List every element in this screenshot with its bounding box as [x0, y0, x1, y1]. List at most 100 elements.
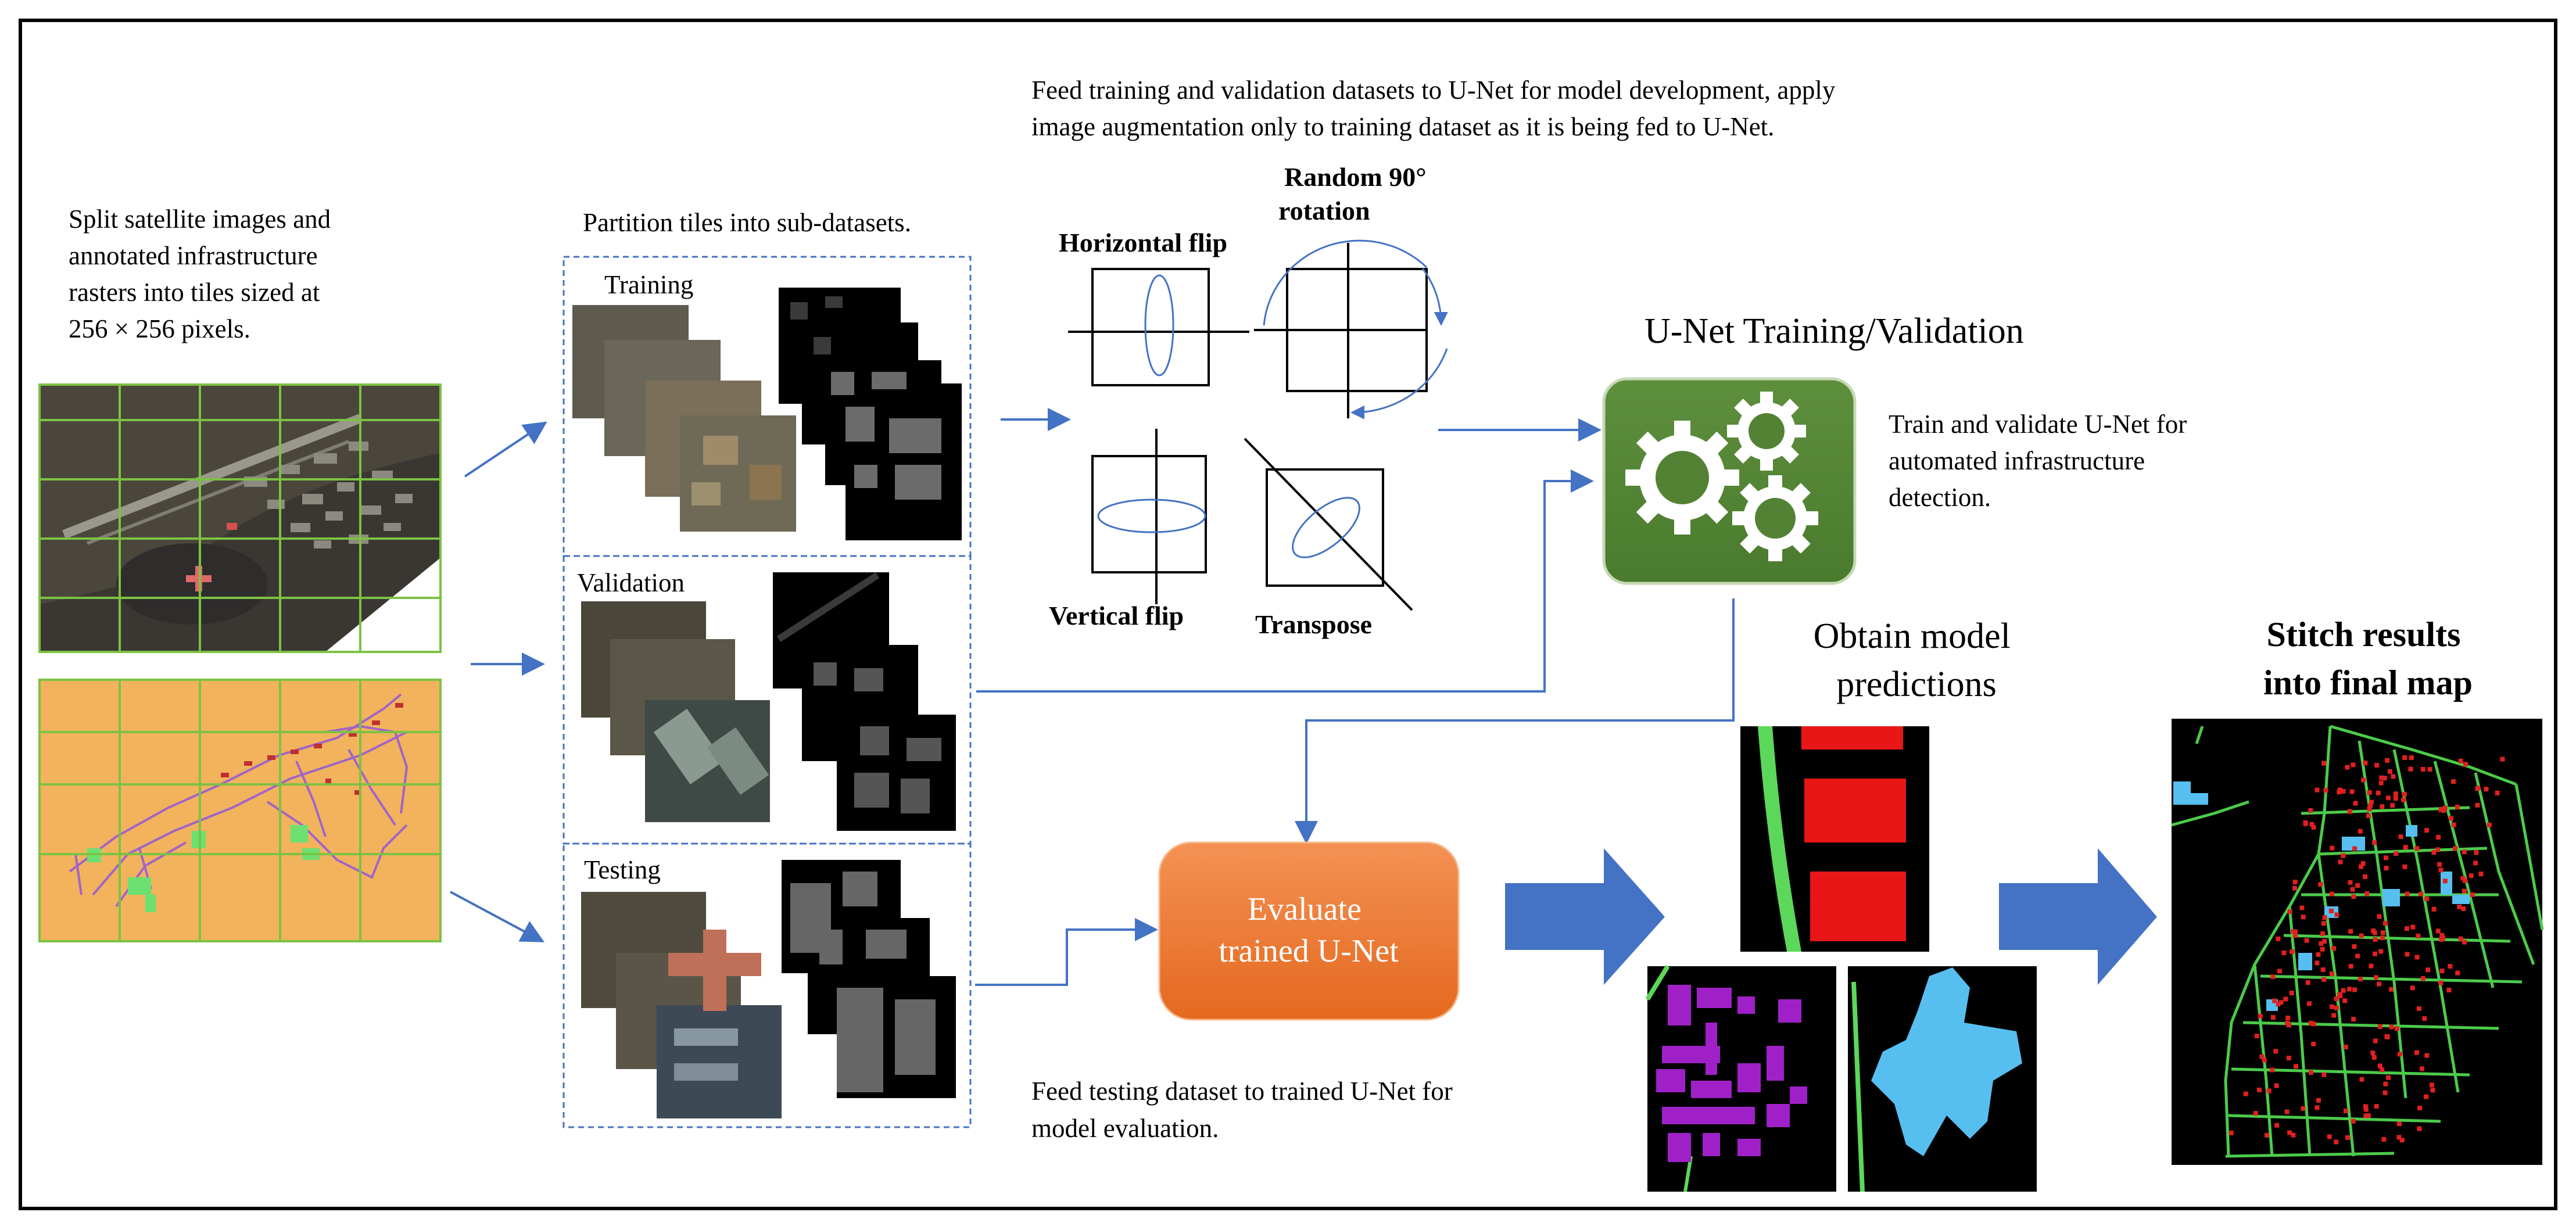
arrow-right-icon	[1505, 848, 1665, 985]
building-dot	[2270, 974, 2276, 980]
building-dot	[2294, 1064, 2298, 1069]
testing-mask-tiles	[782, 860, 956, 1098]
building-dot	[2338, 859, 2343, 865]
random-rotation-icon	[1254, 239, 1448, 419]
unet-title: U-Net Training/Validation	[1645, 311, 2024, 351]
building-dot	[2262, 1057, 2267, 1063]
building-dot	[2448, 816, 2453, 821]
building-dot	[2301, 1106, 2306, 1111]
random-rotation-line-1: Random 90°	[1284, 162, 1427, 192]
vertical-flip-icon	[1091, 429, 1207, 604]
building-dot	[2352, 944, 2357, 949]
building-dot	[2457, 904, 2462, 909]
building-dot	[2384, 1034, 2389, 1039]
building-dot	[2382, 1090, 2388, 1095]
building-dot	[2439, 937, 2444, 942]
building-dot	[2393, 791, 2398, 797]
building-dot	[2343, 1045, 2348, 1049]
building-dot	[2353, 801, 2358, 806]
building-dot	[2334, 1139, 2339, 1145]
building-dot	[2389, 1024, 2394, 1030]
building-dot	[2424, 896, 2430, 901]
building-dot	[2374, 975, 2378, 980]
building-dot	[2361, 777, 2366, 783]
building-dot	[2363, 1104, 2368, 1109]
building-dot	[2229, 1131, 2234, 1135]
building-dot	[2374, 1104, 2379, 1109]
gear-icon	[1625, 392, 1818, 561]
building-dot	[2334, 1005, 2339, 1010]
building-dot	[2438, 867, 2444, 873]
building-dot	[2304, 938, 2309, 943]
building-dot	[2320, 967, 2326, 972]
building-dot	[2290, 949, 2295, 955]
building-dot	[2351, 1118, 2356, 1124]
building-dot	[2463, 878, 2468, 883]
building-dot	[2334, 912, 2339, 917]
building-dot	[2287, 909, 2292, 915]
building-dot	[2435, 928, 2441, 934]
building-dot	[2455, 805, 2460, 810]
building-dot	[2284, 1109, 2290, 1114]
building-dot	[2303, 821, 2308, 826]
building-dot	[2431, 850, 2437, 855]
building-dot	[2380, 1067, 2385, 1073]
partition-title: Partition tiles into sub-datasets.	[583, 208, 911, 237]
building-dot	[2377, 981, 2381, 987]
evaluate-button[interactable]: Evaluate trained U-Net	[1158, 841, 1460, 1021]
building-dot	[2369, 799, 2374, 805]
building-dot	[2451, 822, 2456, 827]
building-dot	[2243, 1091, 2248, 1096]
building-dot	[2315, 960, 2320, 966]
building-dot	[2364, 891, 2370, 896]
building-dot	[2292, 880, 2298, 885]
building-dot	[2277, 969, 2282, 974]
predictions-title: Obtain model predictions	[1814, 616, 2020, 704]
building-dot	[2441, 808, 2446, 813]
building-dot	[2345, 1135, 2350, 1140]
building-dot	[2425, 967, 2431, 973]
building-dot	[2396, 1135, 2402, 1140]
building-dot	[2458, 936, 2463, 941]
building-dot	[2404, 926, 2409, 931]
building-dot	[2414, 846, 2420, 851]
building-dot	[2363, 1113, 2369, 1118]
building-dot	[2355, 883, 2360, 888]
building-dot	[2352, 846, 2358, 851]
building-dot	[2438, 807, 2444, 812]
building-dot	[2342, 998, 2348, 1003]
building-dot	[2380, 930, 2385, 935]
building-dot	[2371, 1055, 2377, 1060]
building-dot	[2258, 1014, 2263, 1019]
building-dot	[2318, 882, 2323, 887]
building-dot	[2409, 755, 2414, 761]
unet-to-evaluate-arrow	[1295, 598, 1735, 844]
evaluate-line-1: Evaluate	[1248, 891, 1362, 927]
building-dot	[2470, 892, 2475, 897]
unet-gears-button[interactable]	[1602, 377, 1857, 585]
building-dot	[2367, 804, 2373, 808]
intro-text: Split satellite images and annotated inf…	[69, 205, 337, 343]
intro-line-1: Split satellite images and	[69, 205, 331, 234]
building-dot	[2394, 1026, 2399, 1031]
building-dot	[2416, 1006, 2421, 1011]
building-dot	[2322, 939, 2327, 944]
building-dot	[2315, 1105, 2320, 1110]
building-dot	[2352, 987, 2357, 992]
evaluate-desc-line-2: model evaluation.	[1031, 1114, 1219, 1143]
building-dot	[2500, 756, 2505, 762]
building-dot	[2367, 790, 2372, 795]
building-dot	[2363, 1107, 2369, 1112]
validation-label: Validation	[577, 568, 685, 597]
building-dot	[2455, 970, 2460, 976]
evaluate-button-label: Evaluate trained U-Net	[1219, 891, 1399, 969]
building-dot	[2382, 776, 2387, 781]
building-dot	[2299, 905, 2305, 910]
building-dot	[2384, 866, 2389, 871]
building-dot	[2431, 906, 2437, 912]
building-dot	[2495, 790, 2500, 795]
building-dot	[2359, 864, 2364, 869]
intro-line-2: annotated infrastructure	[69, 241, 318, 270]
building-dot	[2396, 1121, 2402, 1127]
building-dot	[2293, 930, 2298, 934]
